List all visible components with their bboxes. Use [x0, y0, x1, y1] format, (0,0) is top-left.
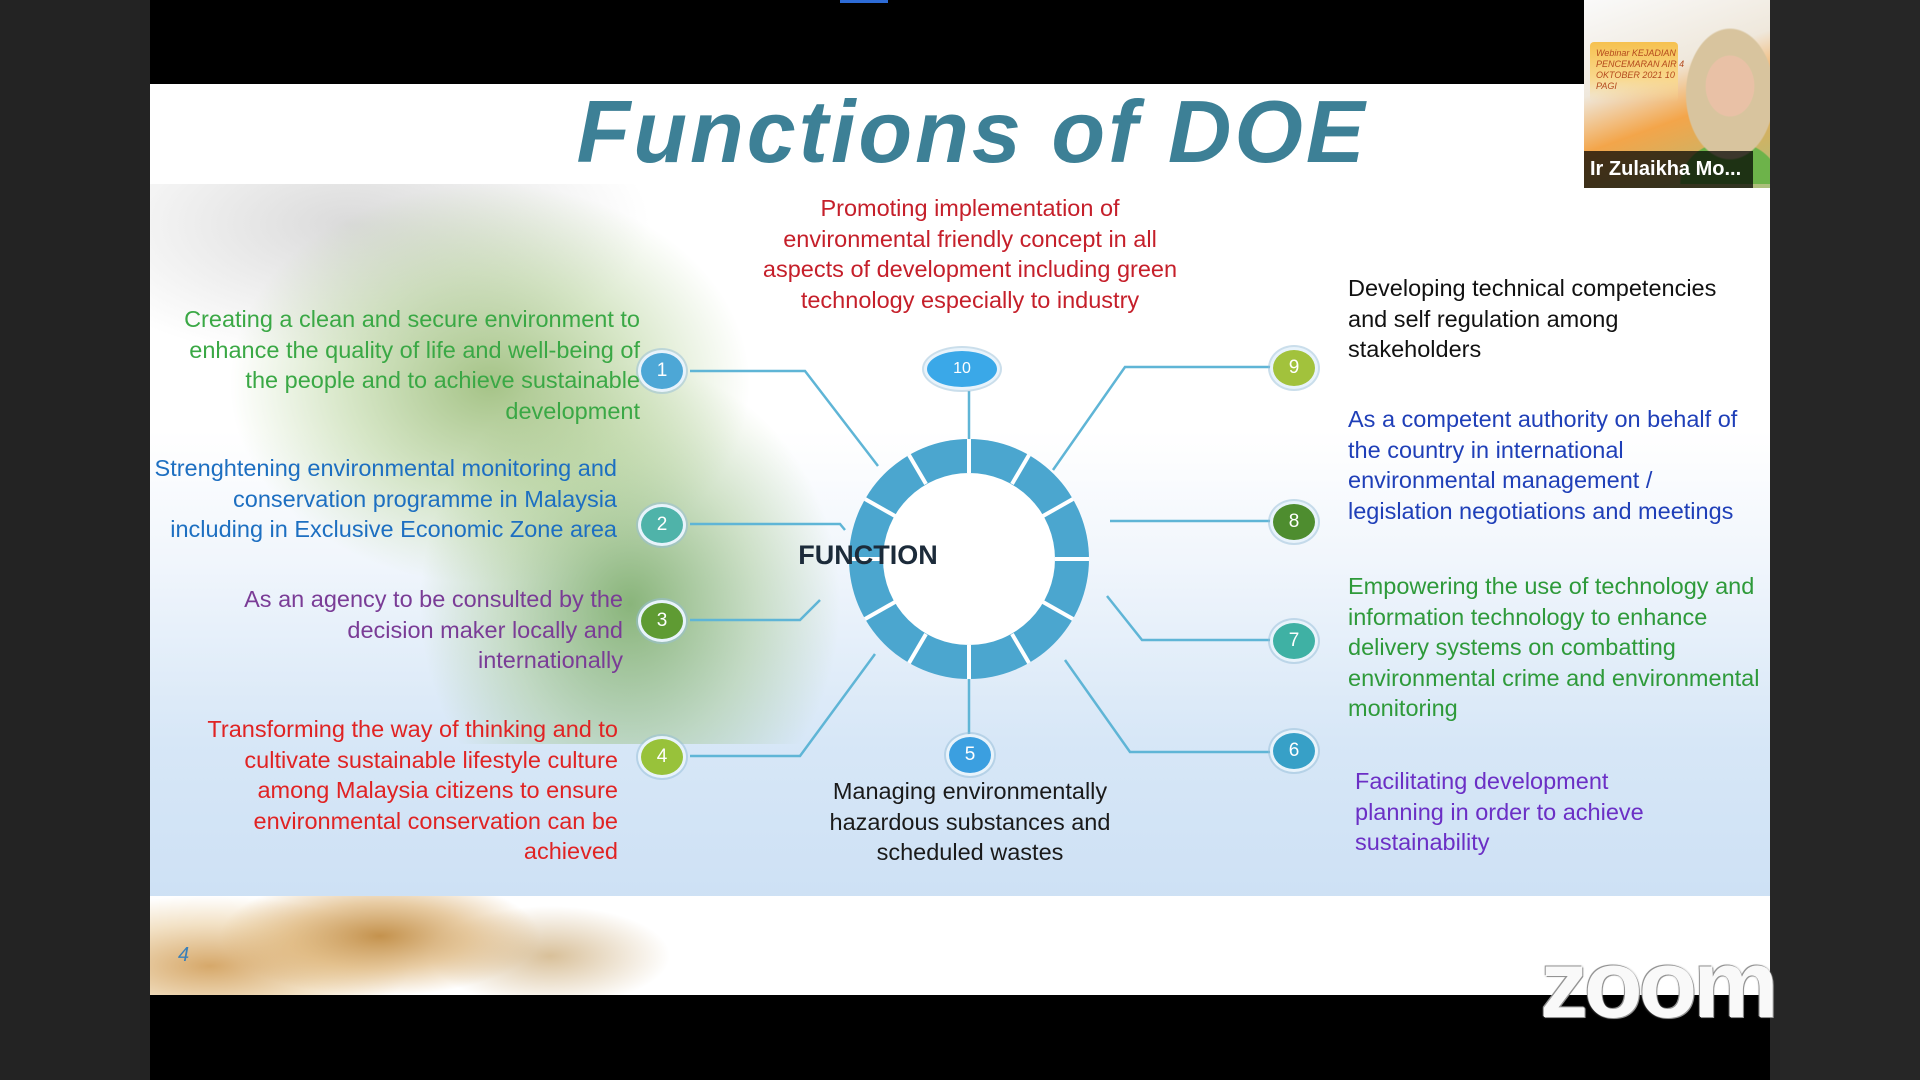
function-2-text: Strenghtening environmental monitoring a…	[154, 455, 617, 542]
connector-6	[1063, 659, 1290, 754]
webinar-banner	[1590, 42, 1678, 102]
connector-7	[1106, 595, 1290, 642]
participant-name-label: Ir Zulaikha Mo...	[1584, 151, 1754, 188]
webinar-banner-text: Webinar KEJADIAN PENCEMARAN AIR 4 OKTOBE…	[1596, 48, 1685, 91]
connector-9	[1051, 365, 1290, 471]
connector-2	[690, 522, 846, 531]
leaf-background-image	[150, 184, 870, 744]
badge-8: 8	[1270, 501, 1318, 543]
badge-4: 4	[638, 736, 686, 778]
function-1-text: Creating a clean and secure environment …	[184, 306, 640, 424]
left-black-border	[0, 0, 150, 1080]
function-3-text: As an agency to be consulted by the deci…	[244, 586, 623, 673]
badge-10: 10	[924, 348, 1000, 390]
function-7-text: Empowering the use of technology and inf…	[1348, 573, 1760, 721]
right-black-border	[1770, 0, 1920, 1080]
badge-7: 7	[1270, 620, 1318, 662]
connector-4	[690, 653, 877, 758]
function-4-text: Transforming the way of thinking and to …	[207, 716, 618, 864]
zoom-watermark-logo: zoom	[1540, 931, 1779, 1038]
shared-slide: 4 Functions of DOE	[150, 84, 1770, 995]
top-black-bar	[150, 0, 1770, 84]
badge-9: 9	[1270, 347, 1318, 389]
slide-title: Functions of DOE	[576, 84, 1368, 181]
slide-page-number: 4	[178, 944, 190, 966]
connector-lines	[690, 365, 1290, 758]
function-5-text: Managing environmentally hazardous subst…	[829, 778, 1111, 865]
function-9-text: Developing technical competencies and se…	[1348, 275, 1717, 362]
connector-1	[690, 369, 879, 467]
hub-label: FUNCTION	[798, 540, 938, 570]
bottom-black-bar	[150, 995, 1770, 1080]
connector-3	[690, 599, 821, 622]
badge-2: 2	[638, 504, 686, 546]
active-speaker-indicator	[840, 0, 888, 3]
function-10-text: Promoting implementation of environmenta…	[762, 195, 1178, 313]
badge-3: 3	[638, 600, 686, 642]
sand-footer-image	[150, 896, 670, 995]
function-6-text: Facilitating development planning in ord…	[1355, 768, 1644, 855]
hub-inner	[883, 473, 1055, 645]
function-diagram	[690, 365, 1290, 758]
participant-video-tile[interactable]: Webinar KEJADIAN PENCEMARAN AIR 4 OKTOBE…	[1584, 0, 1770, 188]
badge-1: 1	[638, 350, 686, 392]
badge-5: 5	[946, 734, 994, 776]
function-8-text: As a competent authority on behalf of th…	[1348, 406, 1738, 524]
badge-6: 6	[1270, 730, 1318, 772]
hub-segment-dividers	[849, 439, 1089, 679]
